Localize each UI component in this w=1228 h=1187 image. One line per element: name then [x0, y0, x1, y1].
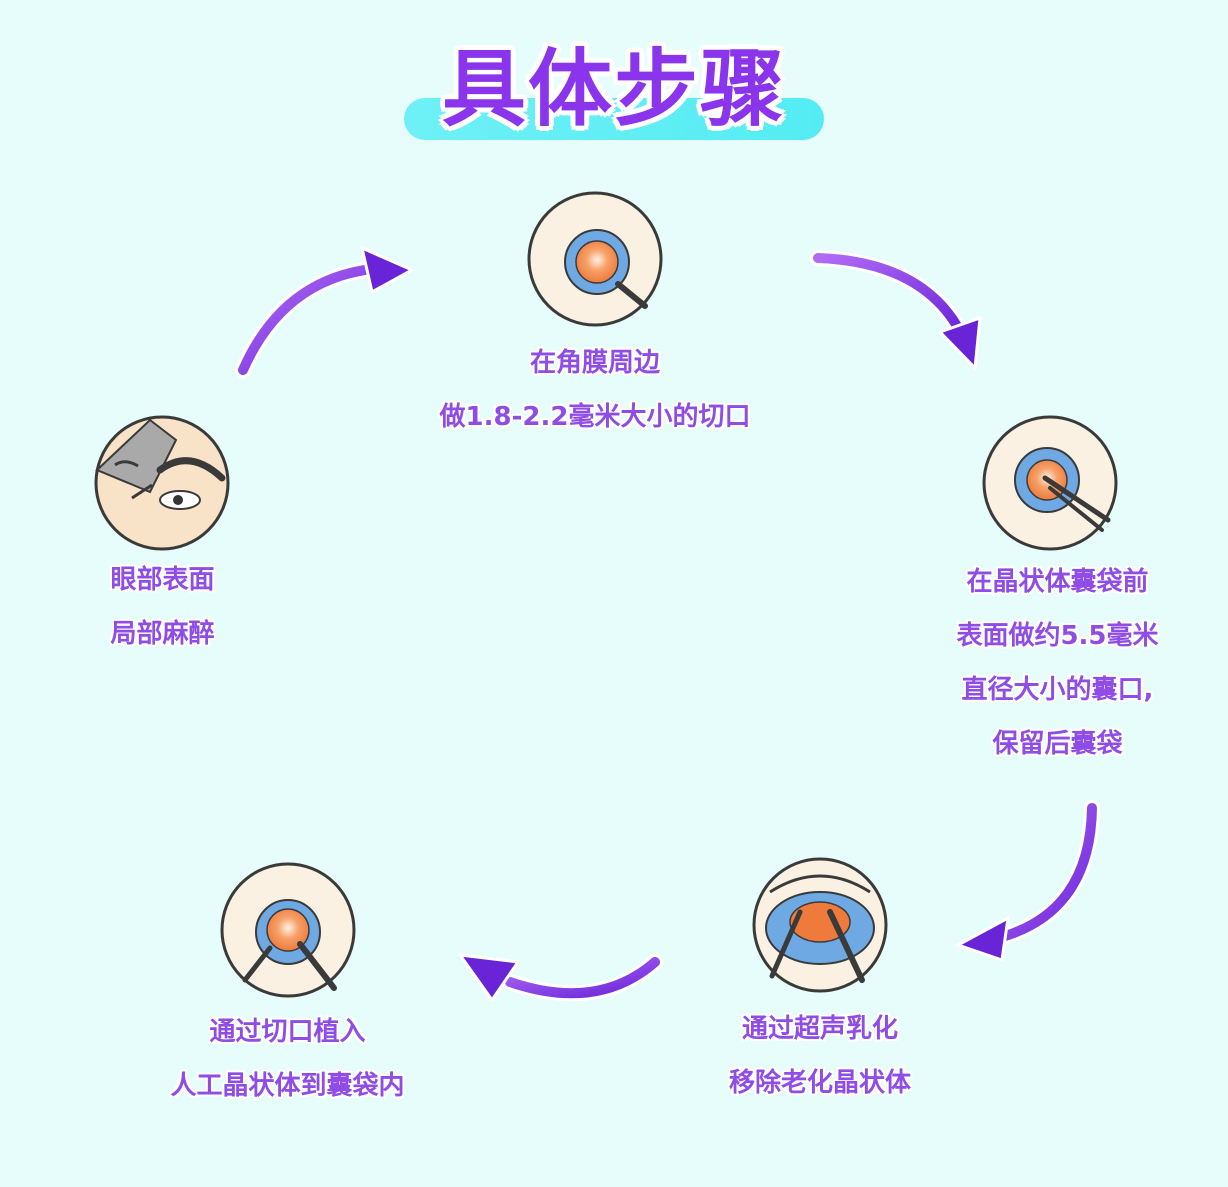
title-area: 具体步骤: [0, 0, 1228, 150]
cornea-incision-icon: [527, 191, 663, 327]
step-3-label: 在晶状体囊袋前 表面做约5.5毫米 直径大小的囊口, 保留后囊袋: [956, 567, 1159, 759]
capsule-forceps-icon: [982, 415, 1118, 551]
step-2-label: 在角膜周边 做1.8-2.2毫米大小的切口: [439, 348, 751, 432]
arrow-top-left: [235, 245, 416, 378]
page-title: 具体步骤: [441, 40, 786, 138]
arrow-right: [954, 800, 1100, 963]
phaco-emulsification-icon: [752, 857, 888, 993]
step-1-label: 眼部表面 局部麻醉: [110, 565, 215, 649]
step-4-label: 通过超声乳化 移除老化晶状体: [728, 1014, 911, 1098]
lens-implant-icon: [220, 862, 356, 998]
arrow-bottom: [456, 953, 663, 1003]
step-5-label: 通过切口植入 人工晶状体到囊袋内: [170, 1017, 405, 1101]
arrow-top-right: [810, 250, 982, 372]
eye-drop-icon: [94, 415, 230, 551]
title-highlight-bar: [404, 98, 824, 140]
